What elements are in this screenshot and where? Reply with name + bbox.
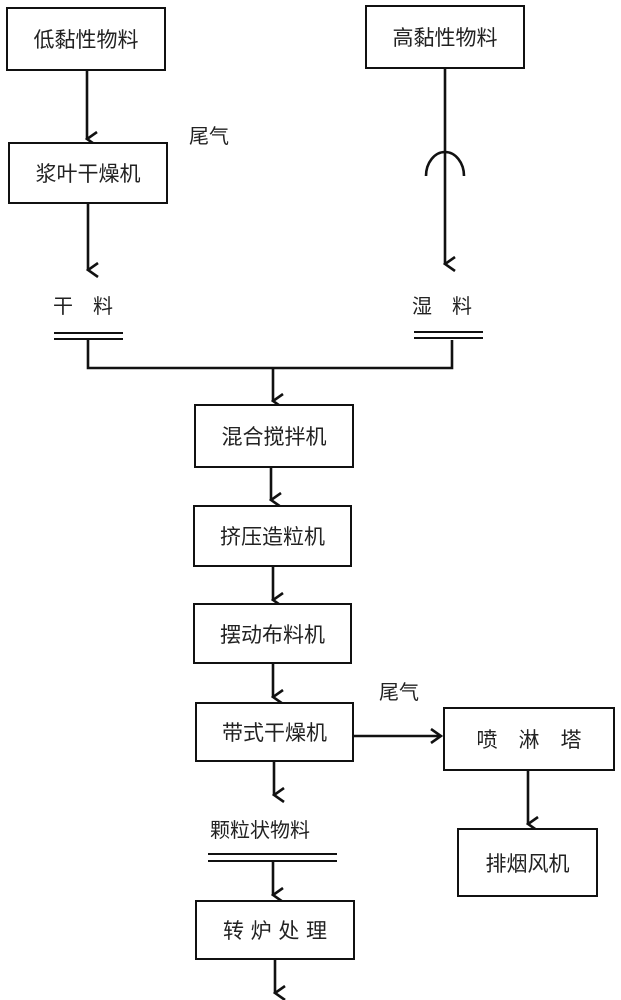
node-extrusion-granulator: 挤压造粒机 [193, 505, 352, 567]
merge-line [86, 340, 454, 370]
node-spray-tower: 喷 淋 塔 [443, 707, 615, 771]
label-wet-material: 湿 料 [412, 294, 472, 318]
node-low-viscosity-material: 低黏性物料 [6, 7, 166, 71]
label-tail-gas-2: 尾气 [379, 680, 419, 704]
label-granular-material: 颗粒状物料 [210, 818, 310, 842]
node-paddle-dryer: 浆叶干燥机 [8, 142, 168, 204]
node-belt-dryer: 带式干燥机 [195, 702, 354, 762]
node-converter-treatment: 转 炉 处 理 [195, 900, 355, 960]
crossover-arc [424, 150, 466, 177]
node-high-viscosity-material: 高黏性物料 [365, 5, 525, 69]
label-tail-gas-1: 尾气 [189, 124, 229, 148]
node-mixer: 混合搅拌机 [194, 404, 354, 468]
node-swing-distributor: 摆动布料机 [193, 603, 352, 664]
label-dry-material: 干 料 [53, 294, 113, 318]
node-exhaust-fan: 排烟风机 [457, 828, 598, 897]
